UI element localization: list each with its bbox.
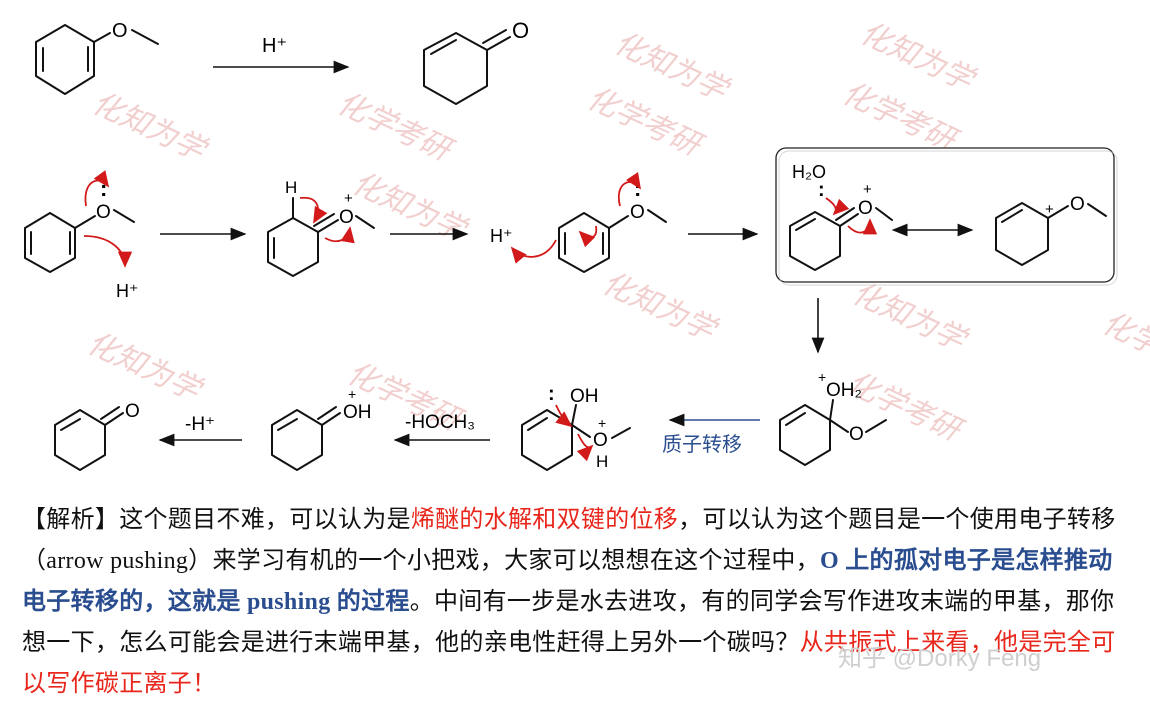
enol-ether-isomer: H⁺ O :	[490, 172, 667, 273]
reagent-label: H⁺	[262, 35, 287, 57]
source-watermark: 知乎 @Dorky Feng	[838, 645, 1042, 672]
atom-label: O	[512, 18, 529, 43]
highlight-blue: O 上的孤对电子是怎样推动电子转移的，这就是 pushing 的过程	[22, 548, 1113, 615]
watermark: 化学考研	[1097, 306, 1150, 389]
atom-label: O	[849, 424, 864, 445]
proton-transfer-arrow: 质子转移	[662, 413, 760, 456]
hemiacetal-oxonium: + OH₂ O	[779, 369, 887, 466]
lone-pair: :	[548, 383, 555, 405]
atom-label: O	[125, 401, 140, 422]
hydroxyl-label: OH	[570, 386, 599, 407]
watermark: 化知为学	[347, 166, 472, 248]
lone-pair: :	[634, 176, 641, 201]
proton-label: H⁺	[490, 226, 513, 246]
explanation-text: 。中间有一步是水去进攻，有的同学会写作进攻末端的甲基，那你想一下，怎么可能会是进…	[22, 589, 1115, 656]
oxocarbenium-intermediate: H O +	[267, 178, 375, 277]
atom-label: O	[96, 202, 111, 223]
watermark: 化知为学	[597, 266, 722, 348]
charge-label: +	[344, 190, 353, 207]
watermark: 化知为学	[847, 276, 972, 358]
charge-label: +	[348, 386, 356, 402]
charge-label: +	[1045, 201, 1054, 218]
overall-arrow: H⁺	[213, 35, 350, 74]
hydroxyl-label: OH	[343, 402, 372, 423]
overall-product: O	[423, 18, 529, 105]
highlight-red: 从共振式上来看，他是完全可以写作碳正离子！	[22, 630, 1116, 697]
explanation-text: ，可以认为这个题目是一个使用电子转移（arrow pushing）来学习有机的一…	[22, 507, 1116, 574]
atom-label: O	[112, 20, 128, 42]
leaving-group-label: -HOCH₃	[405, 412, 475, 433]
elimination-step: -HOCH₃	[393, 412, 490, 447]
proton-label: H⁺	[116, 281, 139, 301]
step-protonation: O : H⁺	[24, 170, 139, 301]
protonated-hemiacetal: : OH O + H	[521, 383, 631, 471]
explanation-text: 【解析】这个题目不难，可以认为是	[22, 507, 411, 533]
proton-loss-label: -H⁺	[185, 414, 215, 435]
watermark: 化知为学	[82, 326, 207, 408]
lone-pair: :	[818, 179, 825, 201]
proton-transfer-label: 质子转移	[662, 433, 742, 456]
atom-label: O	[339, 207, 354, 228]
atom-label: O	[630, 202, 645, 223]
atom-label: H	[596, 452, 608, 471]
charge-label: +	[863, 181, 872, 198]
lone-pair: :	[100, 176, 107, 201]
watermark: 化知为学	[87, 86, 212, 168]
charge-label: +	[598, 415, 606, 431]
watermark: 化学考研	[332, 86, 459, 169]
atom-label: O	[593, 430, 608, 451]
oxonium-label: OH₂	[826, 380, 862, 401]
explanation-paragraph: 【解析】这个题目不难，可以认为是烯醚的水解和双键的位移，可以认为这个题目是一个使…	[22, 500, 1128, 705]
charge-label: +	[818, 369, 826, 385]
resonance-box: H₂O : O + + O	[775, 147, 1118, 286]
deprotonation-step: -H⁺	[158, 414, 242, 447]
watermark: 化学考研	[837, 76, 964, 159]
atom-label: O	[1070, 194, 1085, 215]
highlight-red: 烯醚的水解和双键的位移	[410, 507, 679, 533]
atom-label: H	[285, 178, 297, 197]
final-enone: O	[54, 401, 140, 471]
mechanism-scheme: 化知为学 化知为学 化学考研 化学考研 化学考研 化知为学 化知为学 化知为学 …	[24, 16, 1150, 471]
atom-label: O	[858, 198, 873, 219]
overall-reactant: O	[35, 20, 159, 95]
protonated-enone: OH +	[271, 386, 372, 471]
water-label: H₂O	[792, 162, 826, 182]
